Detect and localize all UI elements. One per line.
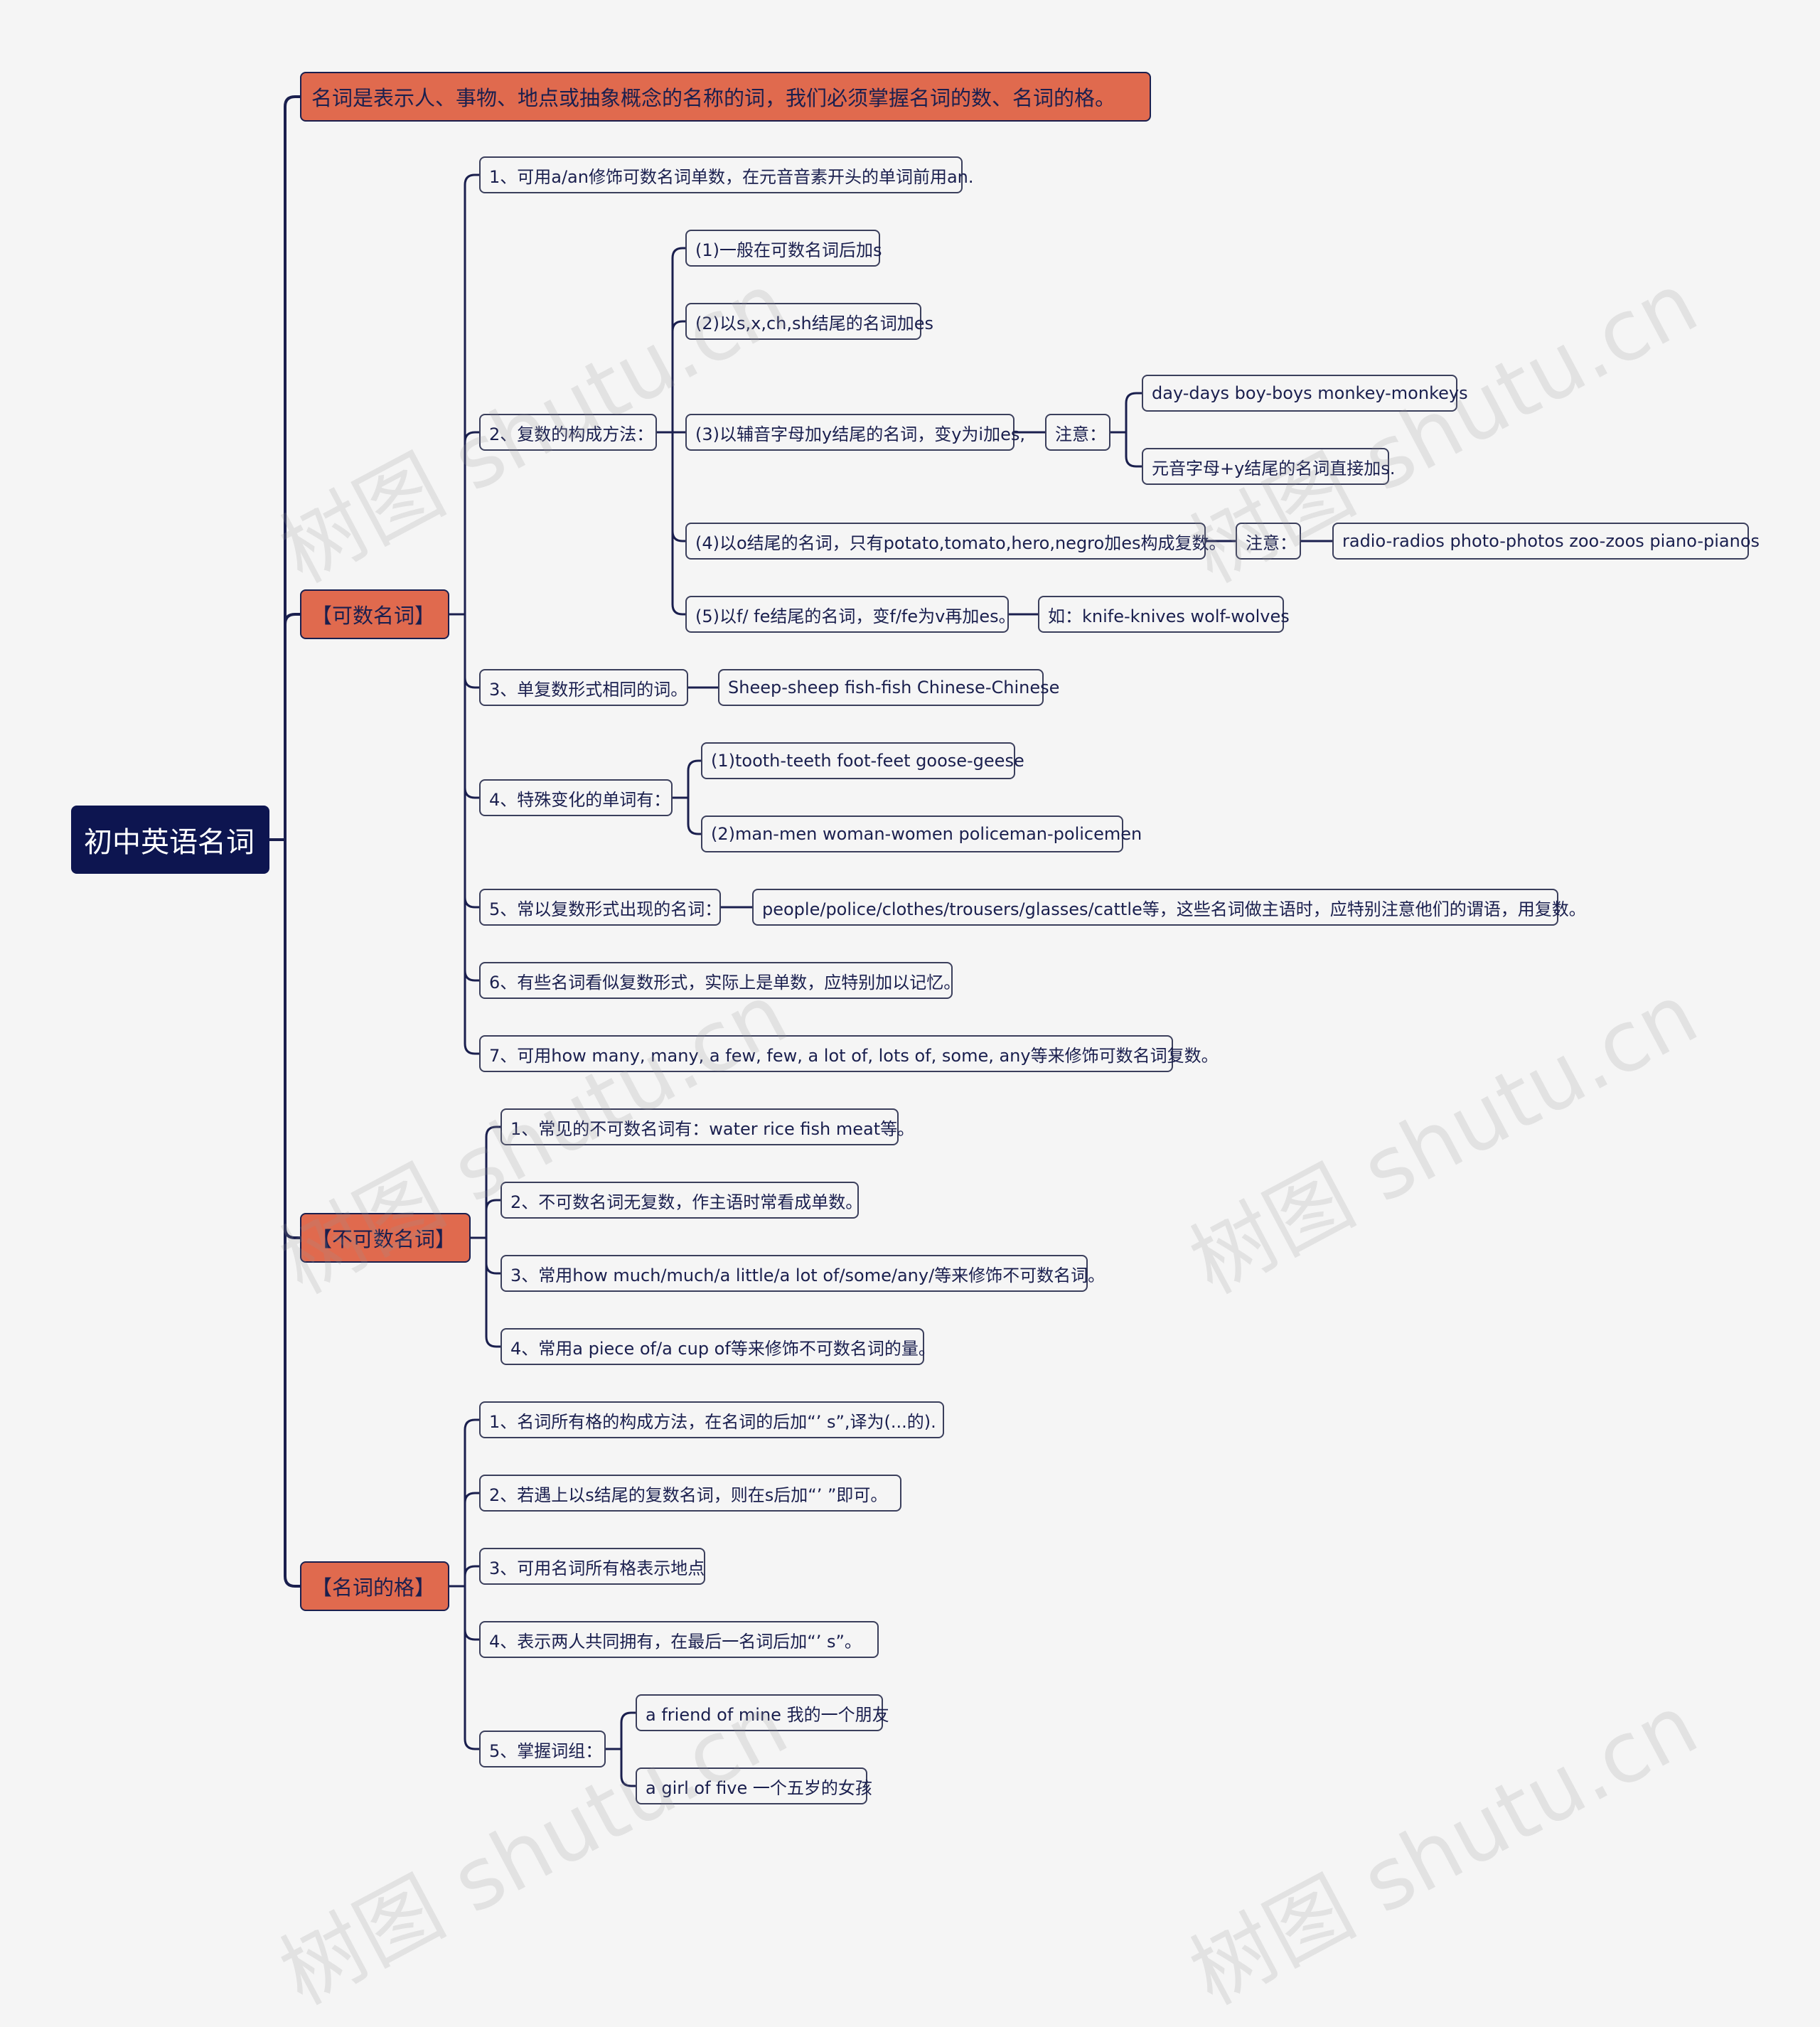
uncountable-item-3[interactable]: 3、常用how much/much/a little/a lot of/some… [500, 1255, 1105, 1292]
connector-line [1125, 392, 1142, 432]
rule-3-example-1[interactable]: day-days boy-boys monkey-monkeys [1142, 375, 1468, 412]
rule-5-example[interactable]: 如：knife-knives wolf-wolves [1038, 596, 1290, 633]
connector-line [1125, 432, 1142, 468]
connector-line [284, 95, 300, 840]
item-3-example[interactable]: Sheep-sheep fish-fish Chinese-Chinese [718, 669, 1059, 706]
rule-3-note[interactable]: 注意： [1045, 414, 1110, 451]
connector-line [284, 613, 300, 840]
connector-line [464, 1418, 479, 1586]
connector-line [464, 614, 479, 909]
connector-line [464, 614, 479, 1055]
item-4-example-1[interactable]: (1)tooth-teeth foot-feet goose-geese [701, 742, 1024, 779]
countable-item-7[interactable]: 7、可用how many, many, a few, few, a lot of… [479, 1035, 1219, 1072]
uncountable-nouns-node[interactable]: 【不可数名词】 [300, 1213, 471, 1263]
plural-rule-2[interactable]: (2)以s,x,ch,sh结尾的名词加es [685, 303, 933, 340]
rule-3-example-2[interactable]: 元音字母+y结尾的名词直接加s. [1142, 448, 1395, 485]
root-node[interactable]: 初中英语名词 [71, 806, 269, 874]
connector-line [485, 1238, 500, 1275]
connector-line [671, 432, 685, 542]
possessive-item-3[interactable]: 3、可用名词所有格表示地点 [479, 1548, 705, 1585]
uncountable-item-2[interactable]: 2、不可数名词无复数，作主语时常看成单数。 [500, 1182, 862, 1219]
connector-lines [269, 95, 1332, 1787]
possessive-item-5[interactable]: 5、掌握词组： [479, 1731, 606, 1767]
connector-line [687, 798, 701, 835]
countable-item-4[interactable]: 4、特殊变化的单词有： [479, 779, 673, 816]
countable-item-6[interactable]: 6、有些名词看似复数形式，实际上是单数，应特别加以记忆。 [479, 962, 960, 999]
connector-line [671, 247, 685, 432]
possessive-item-4[interactable]: 4、表示两人共同拥有，在最后一名词后加“’ s”。 [479, 1621, 879, 1658]
connector-line [284, 840, 300, 1239]
connector-line [620, 1711, 636, 1749]
connector-line [284, 840, 300, 1588]
connector-line [485, 1199, 500, 1238]
connector-line [620, 1749, 636, 1787]
countable-item-2[interactable]: 2、复数的构成方法： [479, 414, 657, 451]
connector-line [464, 1586, 479, 1641]
plural-rule-1[interactable]: (1)一般在可数名词后加s [685, 230, 882, 267]
connector-line [464, 614, 479, 689]
rule-4-note[interactable]: 注意： [1236, 523, 1301, 560]
countable-item-1[interactable]: 1、可用a/an修饰可数名词单数，在元音音素开头的单词前用an. [479, 156, 974, 193]
possessive-item-2[interactable]: 2、若遇上以s结尾的复数名词，则在s后加“’ ”即可。 [479, 1475, 901, 1512]
connector-line [671, 320, 685, 432]
connector-line [464, 431, 479, 614]
plural-rule-5[interactable]: (5)以f/ fe结尾的名词，变f/fe为v再加es。 [685, 596, 1016, 633]
connector-line [464, 614, 479, 799]
phrase-example-2[interactable]: a girl of five 一个五岁的女孩 [636, 1767, 872, 1804]
connector-line [485, 1125, 500, 1238]
rule-4-example[interactable]: radio-radios photo-photos zoo-zoos piano… [1332, 523, 1760, 560]
item-4-example-2[interactable]: (2)man-men woman-women policeman-policem… [701, 815, 1142, 852]
connector-line [464, 1492, 479, 1586]
connector-line [464, 1586, 479, 1750]
countable-item-3[interactable]: 3、单复数形式相同的词。 [479, 669, 688, 706]
connector-line [687, 759, 701, 798]
countable-nouns-node[interactable]: 【可数名词】 [300, 589, 449, 639]
definition-node[interactable]: 名词是表示人、事物、地点或抽象概念的名称的词，我们必须掌握名词的数、名词的格。 [300, 72, 1151, 122]
countable-item-5[interactable]: 5、常以复数形式出现的名词： [479, 889, 722, 926]
plural-rule-4[interactable]: (4)以o结尾的名词，只有potato,tomato,hero,negro加es… [685, 523, 1226, 560]
uncountable-item-1[interactable]: 1、常见的不可数名词有：water rice fish meat等。 [500, 1108, 914, 1145]
connector-line [485, 1238, 500, 1348]
connector-line [671, 432, 685, 616]
uncountable-item-4[interactable]: 4、常用a piece of/a cup of等来修饰不可数名词的量。 [500, 1328, 936, 1365]
item-5-example[interactable]: people/police/clothes/trousers/glasses/c… [752, 889, 1586, 926]
possessive-case-node[interactable]: 【名词的格】 [300, 1561, 449, 1611]
connector-line [464, 1565, 479, 1586]
possessive-item-1[interactable]: 1、名词所有格的构成方法，在名词的后加“’ s”,译为(...的). [479, 1401, 944, 1438]
connector-line [464, 173, 479, 614]
phrase-example-1[interactable]: a friend of mine 我的一个朋友 [636, 1694, 889, 1731]
plural-rule-3[interactable]: (3)以辅音字母加y结尾的名词，变y为i加es, [685, 414, 1025, 451]
